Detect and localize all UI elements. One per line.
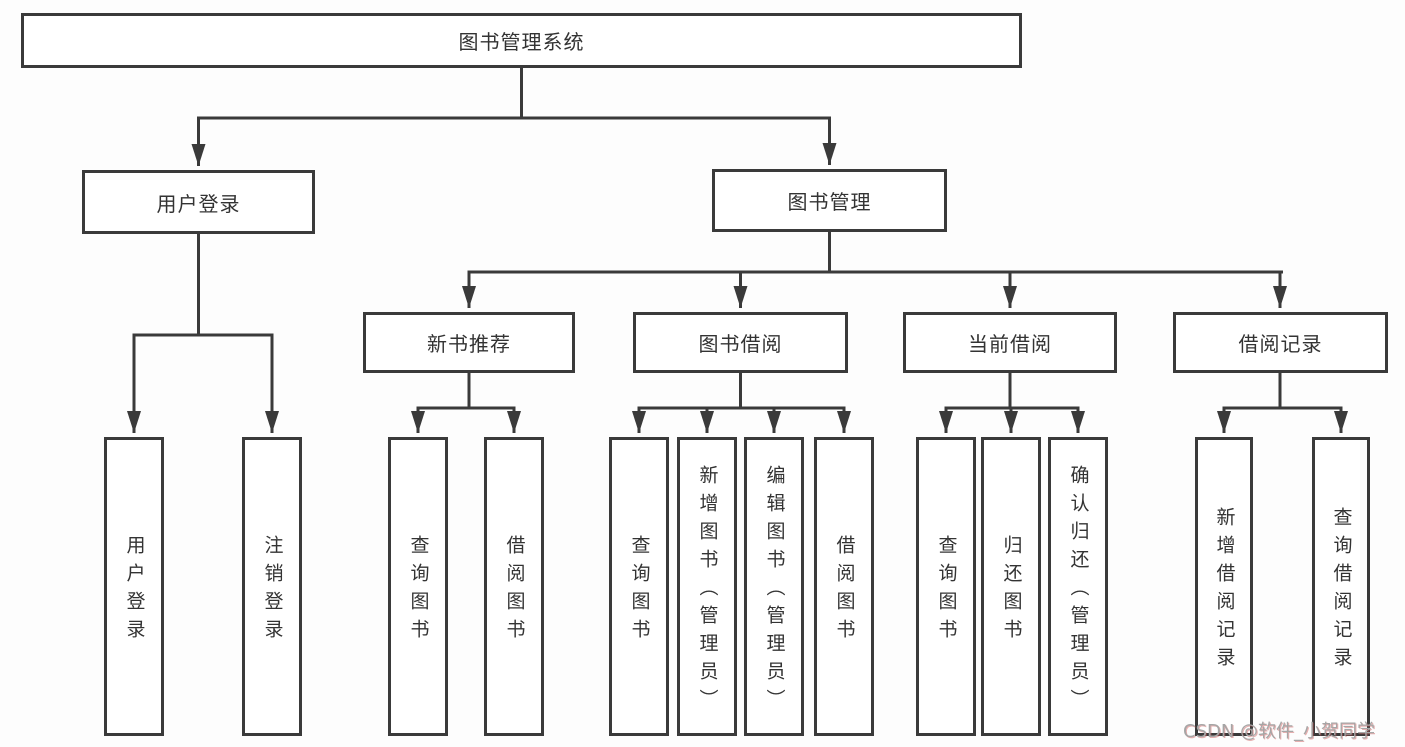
node-user-login-action: 用户登录 — [104, 437, 164, 736]
node-query-books-borrowing: 查询图书 — [609, 437, 669, 736]
node-book-borrowing: 图书借阅 — [633, 312, 848, 373]
node-return-books: 归还图书 — [981, 437, 1041, 736]
node-book-management: 图书管理 — [712, 169, 947, 232]
csdn-watermark: CSDN @软件_小贺同学 — [1183, 721, 1376, 742]
node-library-management-system: 图书管理系统 — [21, 13, 1022, 68]
node-borrowing-records: 借阅记录 — [1173, 312, 1388, 373]
node-query-books-recommend: 查询图书 — [388, 437, 448, 736]
node-current-borrowing: 当前借阅 — [903, 312, 1117, 373]
node-borrow-books-recommend: 借阅图书 — [484, 437, 544, 736]
node-borrow-books-action: 借阅图书 — [814, 437, 874, 736]
node-add-books-admin: 新增图书（管理员） — [677, 437, 737, 736]
node-query-books-current: 查询图书 — [916, 437, 976, 736]
node-user-login: 用户登录 — [82, 170, 315, 234]
node-query-borrow-record: 查询借阅记录 — [1312, 437, 1370, 736]
node-edit-books-admin: 编辑图书（管理员） — [744, 437, 804, 736]
node-logout-action: 注销登录 — [242, 437, 302, 736]
node-add-borrow-record: 新增借阅记录 — [1195, 437, 1253, 736]
node-confirm-return-admin: 确认归还（管理员） — [1048, 437, 1108, 736]
node-new-book-recommendation: 新书推荐 — [363, 312, 575, 373]
